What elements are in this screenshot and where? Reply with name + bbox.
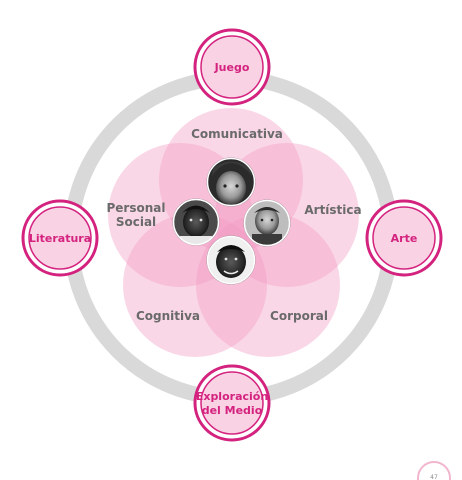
node-label-arte: Arte [391,232,418,245]
area-label-artistica: Artística [304,203,361,217]
child-girl-photo [206,157,256,207]
area-label-corporal: Corporal [270,309,328,323]
node-label-literatura: Literatura [29,232,91,245]
page-number: 47 [430,474,438,480]
child-boy-2-photo [243,199,291,247]
node-label-juego: Juego [214,61,250,74]
node-label-del-medio: del Medio [202,404,263,417]
node-literatura: Literatura [21,199,99,277]
child-boy-photo [172,198,220,246]
area-label-cognitiva: Cognitiva [136,309,200,323]
node-label-exploracion: Exploración [196,390,268,403]
page-number-badge: 47 [417,461,451,480]
area-label-personal: Personal [107,201,166,215]
area-label-social: Social [116,215,156,229]
area-label-comunicativa: Comunicativa [191,127,283,141]
child-boy-3-photo [206,235,256,285]
node-exploracion-del-medio: Exploración del Medio [193,364,271,442]
node-juego: Juego [193,28,271,106]
node-arte: Arte [365,199,443,277]
